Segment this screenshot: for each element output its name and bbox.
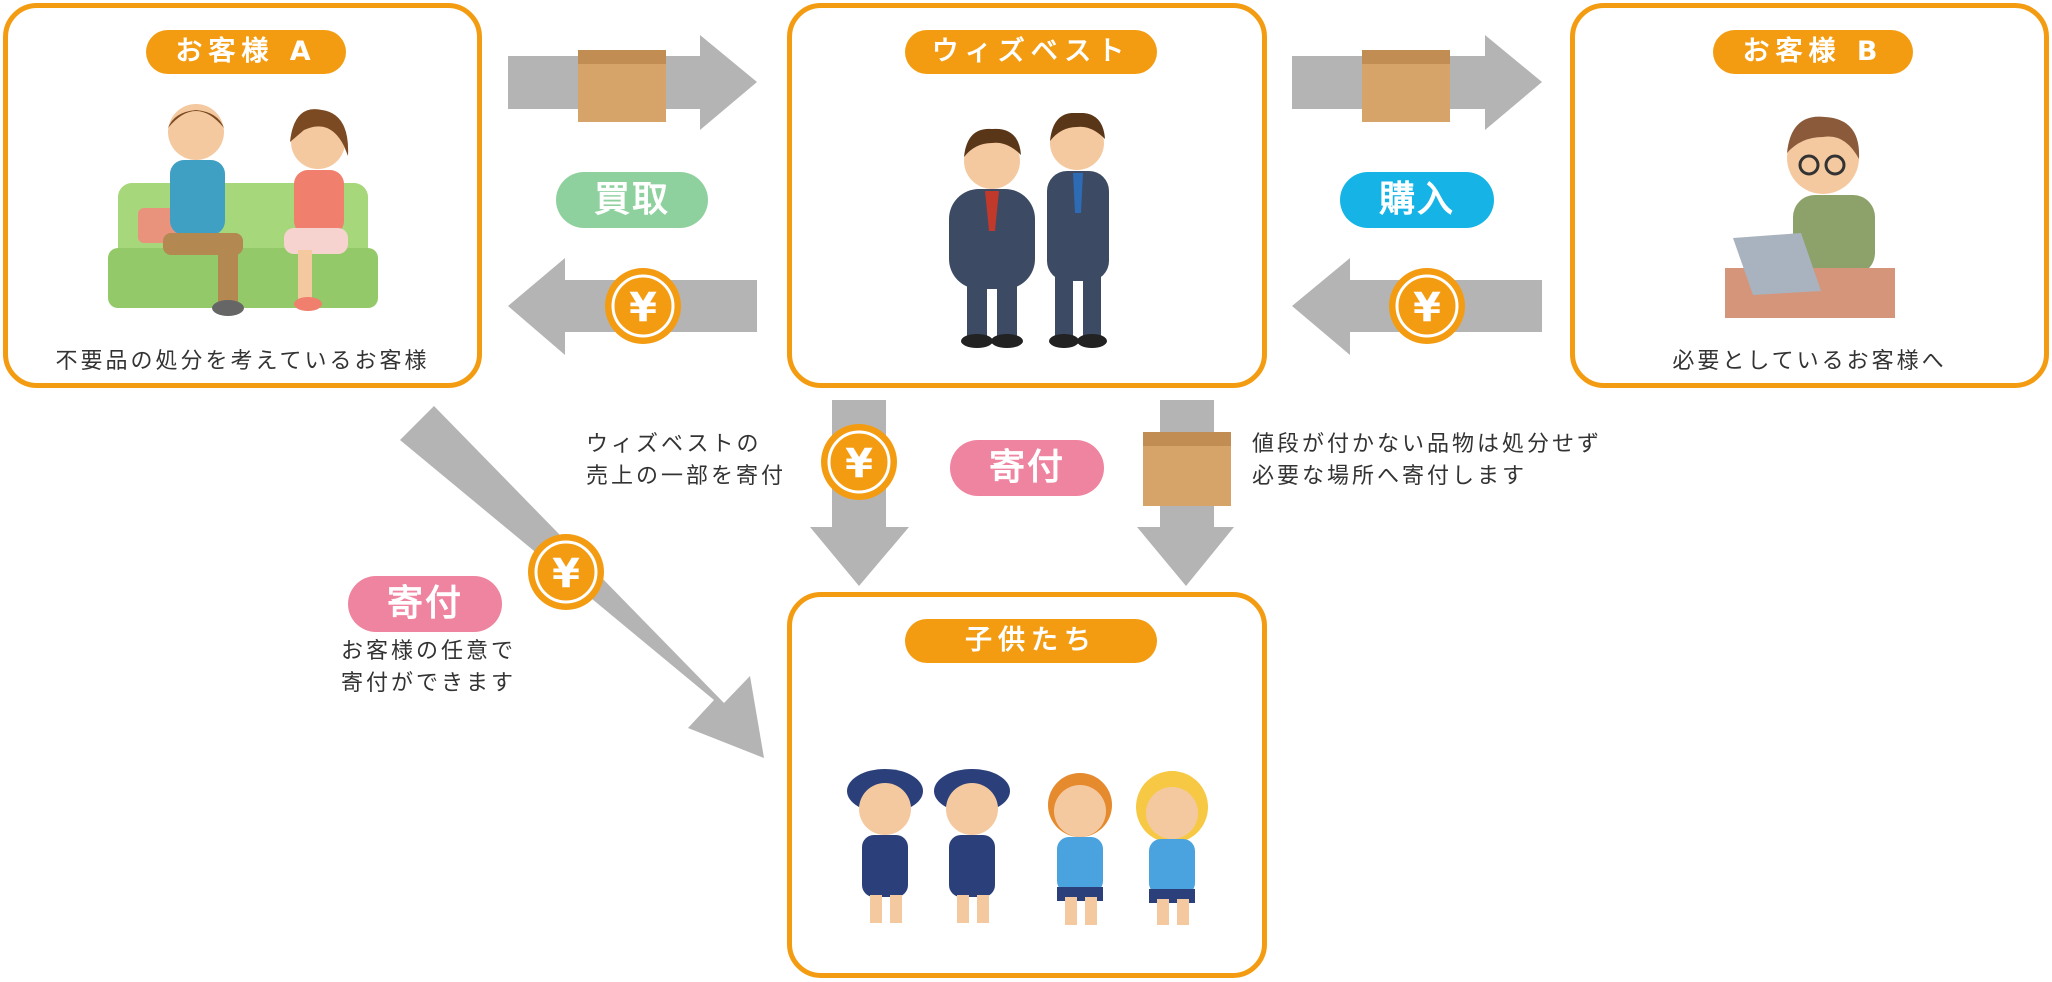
item-donation-note: 値段が付かない品物は処分せず 必要な場所へ寄付します	[1252, 429, 1602, 493]
yen-coin-center	[821, 424, 897, 500]
note-line: 値段が付かない品物は処分せず	[1252, 432, 1603, 457]
yen-symbol: ¥	[629, 285, 657, 331]
yen-symbol: ¥	[845, 441, 873, 487]
wisbest-title: ウィズベスト	[905, 30, 1157, 74]
donate-badge-center: 寄付	[950, 440, 1104, 496]
yen-coin-diagonal	[528, 534, 604, 610]
note-line: ウィズベストの	[586, 432, 762, 457]
yen-symbol: ¥	[552, 551, 580, 597]
staff-illustration	[949, 113, 1109, 348]
customer-b-title: お客様 B	[1713, 30, 1913, 74]
box-icon-top-right	[1362, 50, 1450, 122]
box-icon-top-left	[578, 50, 666, 122]
laptop-user-illustration	[1725, 116, 1895, 318]
sales-donation-note: ウィズベストの 売上の一部を寄付	[586, 429, 786, 493]
yen-coin-right	[1389, 268, 1465, 344]
children-box: 子供たち	[787, 592, 1267, 978]
customer-b-box: お客様 B 必要としているお客様へ	[1570, 3, 2049, 388]
customer-a-box: お客様 A 不要品の処分を考えているお客様	[3, 3, 482, 388]
donate-badge-left: 寄付	[348, 576, 502, 632]
customer-b-caption: 必要としているお客様へ	[1672, 349, 1947, 374]
customer-a-caption: 不要品の処分を考えているお客様	[55, 349, 430, 374]
children-title: 子供たち	[905, 619, 1157, 663]
yen-coin-left	[605, 268, 681, 344]
couple-on-sofa-illustration	[108, 104, 378, 316]
purchase-badge: 買取	[556, 172, 708, 228]
note-line: 寄付ができます	[341, 671, 517, 696]
box-icon-donation	[1143, 432, 1231, 506]
children-illustration	[847, 769, 1208, 925]
customer-a-title: お客様 A	[146, 30, 346, 74]
customer-donation-note: お客様の任意で 寄付ができます	[341, 636, 516, 700]
wisbest-box: ウィズベスト	[787, 3, 1267, 388]
buy-badge: 購入	[1340, 172, 1494, 228]
note-line: 必要な場所へ寄付します	[1252, 464, 1528, 489]
yen-symbol: ¥	[1413, 285, 1441, 331]
note-line: お客様の任意で	[341, 639, 517, 664]
note-line: 売上の一部を寄付	[586, 464, 787, 489]
